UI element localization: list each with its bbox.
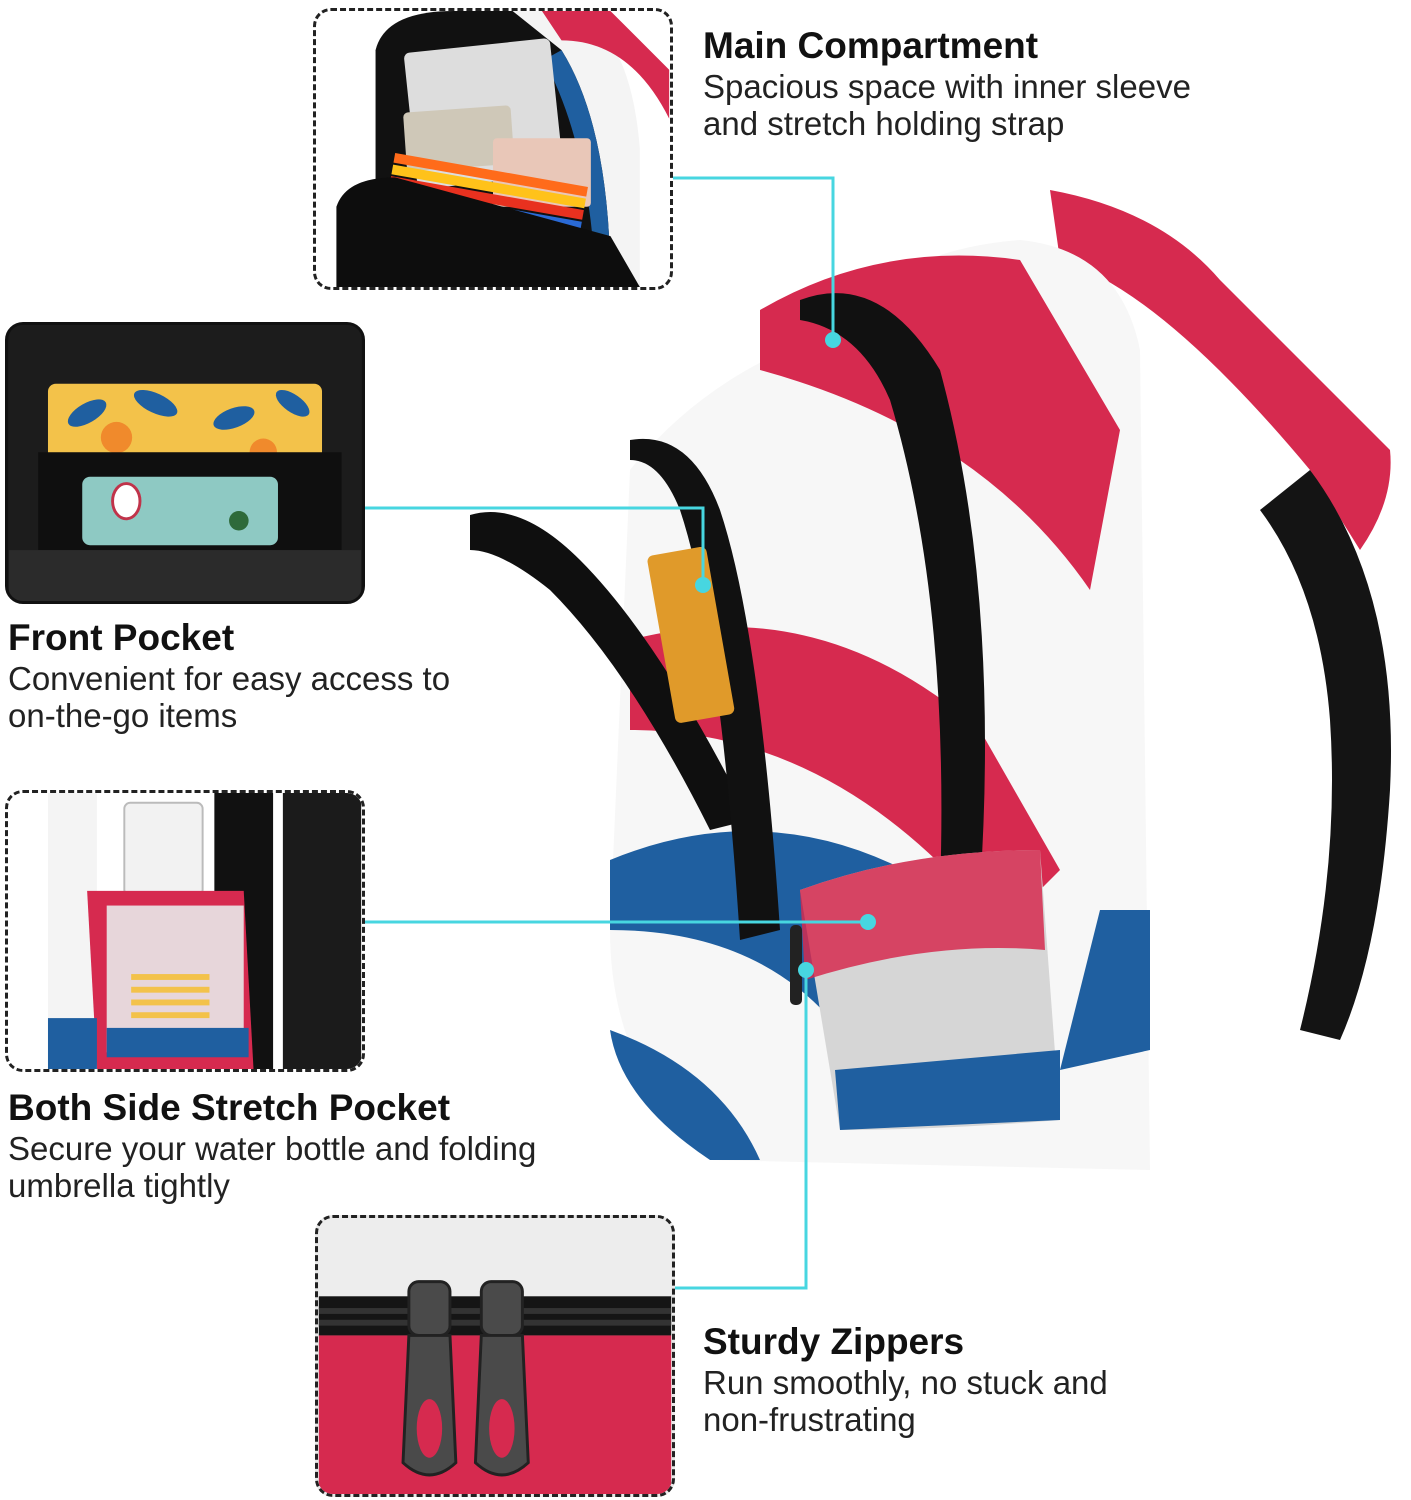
front-pocket-flap bbox=[470, 512, 750, 830]
feature-description: Run smoothly, no stuck and non-frustrati… bbox=[703, 1364, 1108, 1438]
zipper-pull bbox=[790, 925, 802, 1005]
feature-title: Front Pocket bbox=[8, 617, 235, 658]
front-pocket-illustration bbox=[8, 325, 362, 601]
feature-description: Secure your water bottle and folding umb… bbox=[8, 1130, 537, 1204]
feature-title: Main Compartment bbox=[703, 25, 1039, 66]
shoulder-strap-back bbox=[1050, 190, 1391, 550]
feature-side-pocket: Both Side Stretch Pocket Secure your wat… bbox=[8, 1086, 536, 1204]
feature-description: Spacious space with inner sleeve and str… bbox=[703, 68, 1191, 142]
feature-description: Convenient for easy access to on-the-go … bbox=[8, 660, 451, 734]
side-pocket-illustration bbox=[8, 793, 362, 1069]
main-compartment-opening bbox=[800, 293, 985, 890]
main-compartment-illustration bbox=[336, 11, 670, 287]
feature-zippers: Sturdy Zippers Run smoothly, no stuck an… bbox=[703, 1320, 1108, 1438]
zippers-thumbnail bbox=[315, 1215, 675, 1497]
feature-title: Sturdy Zippers bbox=[703, 1321, 965, 1362]
front-pocket-thumbnail bbox=[5, 322, 365, 604]
feature-main-compartment: Main Compartment Spacious space with inn… bbox=[703, 24, 1191, 142]
feature-title: Both Side Stretch Pocket bbox=[8, 1087, 451, 1128]
main-compartment-thumbnail bbox=[313, 8, 673, 290]
zippers-illustration bbox=[318, 1218, 672, 1494]
shoulder-strap-black bbox=[1260, 470, 1391, 1040]
side-pocket-thumbnail bbox=[5, 790, 365, 1072]
backpack-product-illustration bbox=[470, 190, 1391, 1170]
feature-front-pocket: Front Pocket Convenient for easy access … bbox=[8, 616, 450, 734]
